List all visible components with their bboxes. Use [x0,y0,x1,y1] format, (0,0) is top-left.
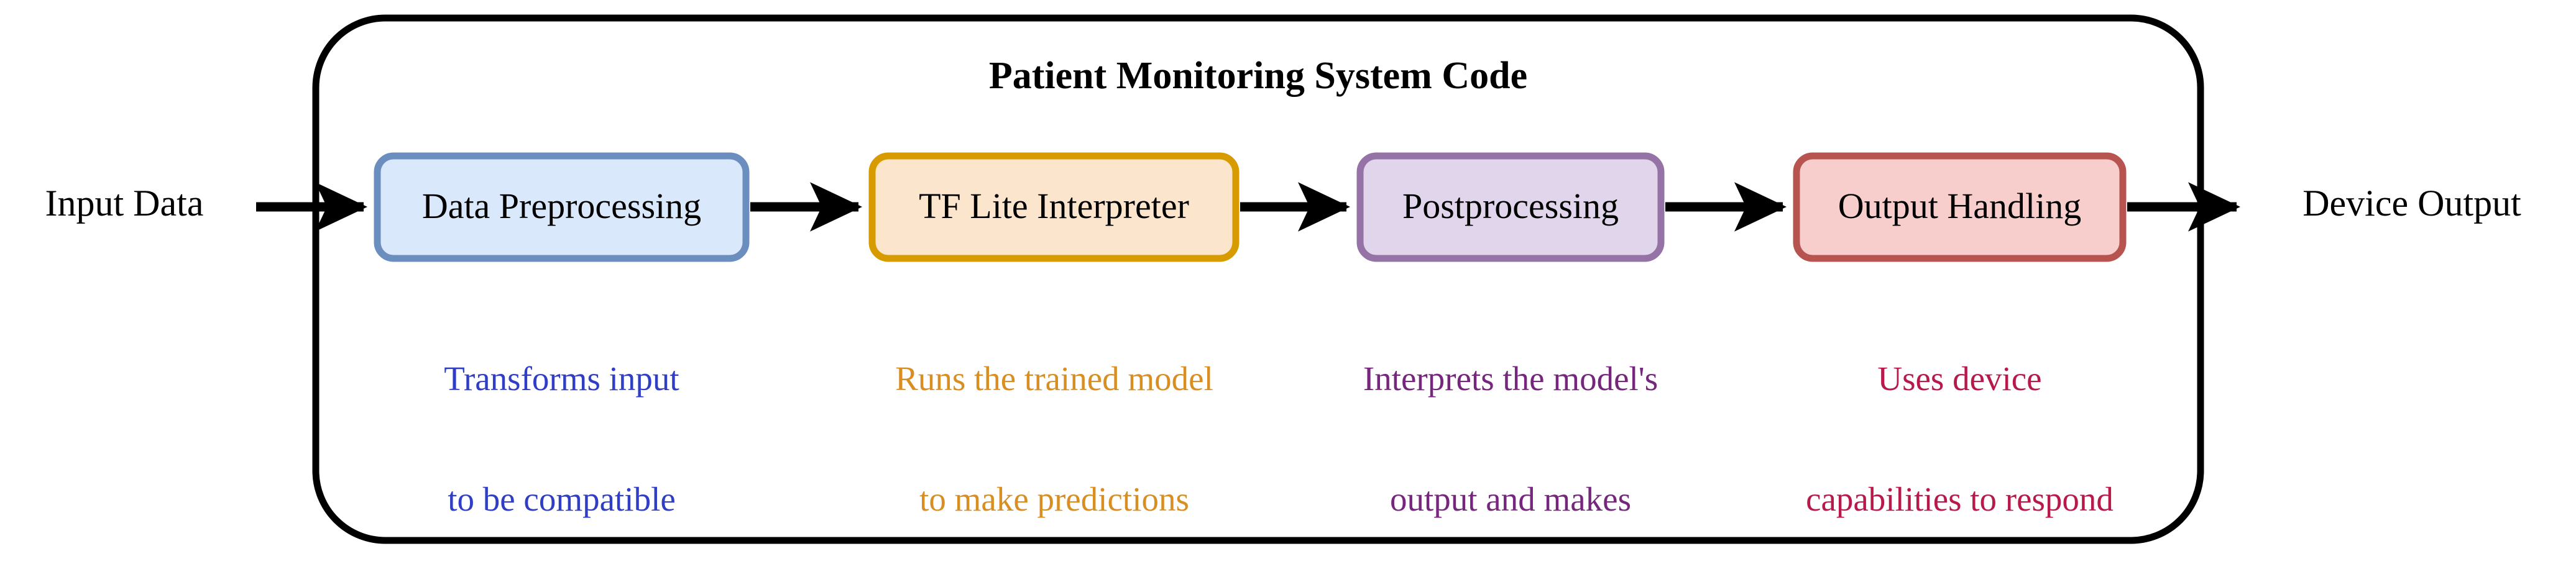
stage-box-output-handling[interactable] [1793,152,2127,262]
caption-line: Runs the trained model [895,359,1213,398]
stage-label-tf-lite-interpreter: TF Lite Interpreter [919,186,1189,226]
device-output-label: Device Output [2302,183,2521,224]
stage-caption-output-handling: Uses device capabilities to respond to p… [1744,278,2176,569]
stage-label-postprocessing: Postprocessing [1402,186,1619,226]
caption-line: Uses device [1877,359,2042,398]
input-data-label: Input Data [45,183,204,224]
stage-box-data-preprocessing[interactable] [374,152,750,262]
stage-label-output-handling: Output Handling [1838,186,2082,226]
stage-box-postprocessing[interactable] [1356,152,1665,262]
stage-label-data-preprocessing: Data Preprocessing [421,186,702,226]
system-container-outline [312,14,2204,544]
stage-caption-tf-lite-interpreter: Runs the trained model to make predictio… [833,278,1276,569]
caption-line: to make predictions [919,480,1189,519]
caption-line: to be compatible [448,480,676,519]
system-title: Patient Monitoring System Code [988,55,1528,97]
stage-caption-postprocessing: Interprets the model's output and makes … [1299,278,1722,569]
caption-line: Transforms input [444,359,679,398]
stage-box-tf-lite-interpreter[interactable] [868,152,1240,262]
caption-line: output and makes [1390,480,1631,519]
stage-caption-data-preprocessing: Transforms input to be compatible with m… [328,278,796,569]
caption-line: Interprets the model's [1363,359,1658,398]
caption-line: capabilities to respond [1806,480,2114,519]
